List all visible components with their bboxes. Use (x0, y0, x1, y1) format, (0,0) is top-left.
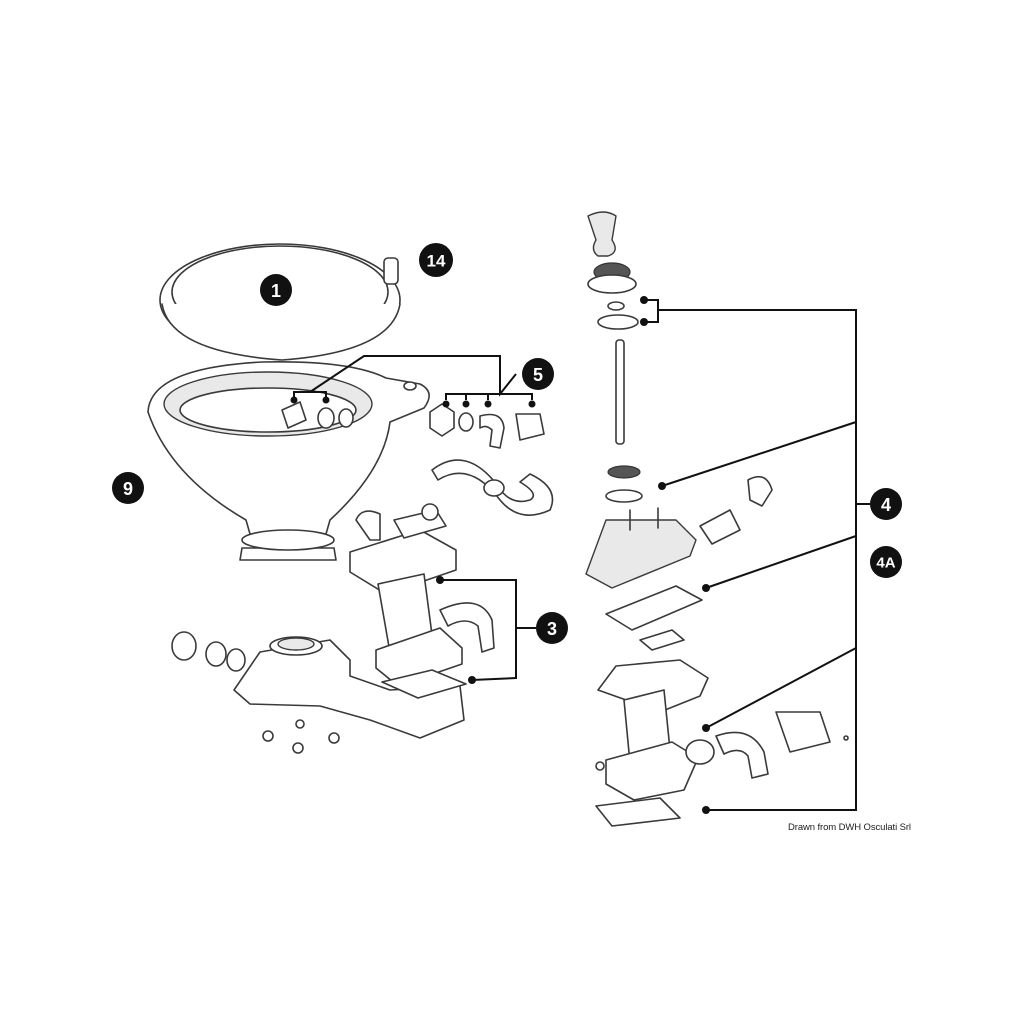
callout-badge-4a: 4A (870, 546, 902, 578)
svg-text:14: 14 (427, 252, 446, 271)
pump-base (171, 631, 467, 754)
callout-badge-1: 1 (260, 274, 292, 306)
svg-text:3: 3 (547, 619, 557, 639)
leader-lines (293, 299, 870, 811)
callout-badge-9: 9 (112, 472, 144, 504)
bowl-inlet-fittings (281, 401, 545, 449)
flush-hose (431, 459, 554, 516)
svg-text:4: 4 (881, 495, 891, 515)
toilet-bowl (147, 361, 430, 561)
svg-text:5: 5 (533, 365, 543, 385)
svg-text:1: 1 (271, 281, 281, 301)
svg-text:4A: 4A (876, 555, 895, 572)
credit-caption: Drawn from DWH Osculati Srl (788, 822, 911, 833)
leader-dots (290, 296, 710, 814)
callout-badge-5: 5 (522, 358, 554, 390)
pump-handle-assembly (349, 503, 495, 687)
callout-badge-4: 4 (870, 488, 902, 520)
callout-badge-3: 3 (536, 612, 568, 644)
svg-text:9: 9 (123, 479, 133, 499)
callout-badge-14: 14 (419, 243, 453, 277)
pump-exploded-stack (585, 211, 849, 827)
